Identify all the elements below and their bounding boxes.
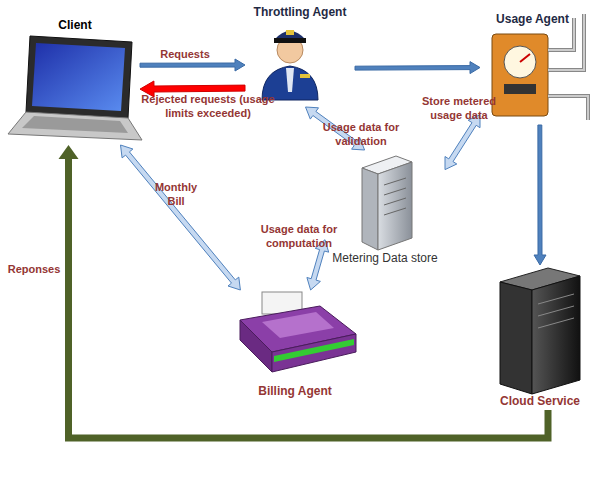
laptop-illustration	[8, 36, 142, 140]
flow-arrow	[121, 145, 241, 290]
node-title: Metering Data store	[325, 251, 445, 265]
flow-arrow	[445, 115, 480, 170]
illustrated-node: Throttling Agent	[245, 2, 355, 107]
node-title: Cloud Service	[490, 394, 590, 408]
illustrated-node: Metering Data store	[325, 150, 445, 265]
block-arrow	[121, 145, 241, 290]
arrow-head	[59, 145, 79, 159]
illustrated-node: Client	[10, 12, 140, 145]
edge-label: Reponses	[4, 262, 64, 276]
illustrated-node: Billing Agent	[230, 290, 360, 400]
block-arrow	[445, 115, 480, 170]
flow-arrow	[534, 125, 546, 265]
illustrated-node: Cloud Service	[490, 265, 590, 410]
node-title: Billing Agent	[230, 384, 360, 398]
node-title: Usage Agent	[480, 12, 585, 26]
block-arrow	[140, 59, 245, 71]
flow-arrow	[140, 59, 245, 71]
server-illustration	[500, 268, 580, 394]
server-illustration	[362, 156, 412, 250]
flow-arrow	[59, 145, 549, 438]
block-arrow	[355, 62, 480, 74]
node-title: Client	[10, 18, 140, 32]
flow-arrow	[355, 62, 480, 74]
officer-illustration	[262, 30, 318, 100]
edge-label: Requests	[140, 47, 230, 61]
edge-label: Usage data for validation	[316, 120, 406, 148]
illustrated-node: Usage Agent	[480, 10, 585, 125]
edge-label: Monthly Bill	[148, 180, 204, 208]
block-arrow	[534, 125, 546, 265]
node-title: Throttling Agent	[245, 5, 355, 19]
edge-label: Usage data for computation	[250, 222, 348, 250]
billing-machine-illustration	[240, 292, 356, 372]
flow-line	[69, 158, 549, 438]
meter-illustration	[492, 14, 588, 120]
edge-label: Rejected requests (usage limits exceeded…	[138, 92, 278, 120]
edge-label: Store metered usage data	[420, 94, 498, 122]
